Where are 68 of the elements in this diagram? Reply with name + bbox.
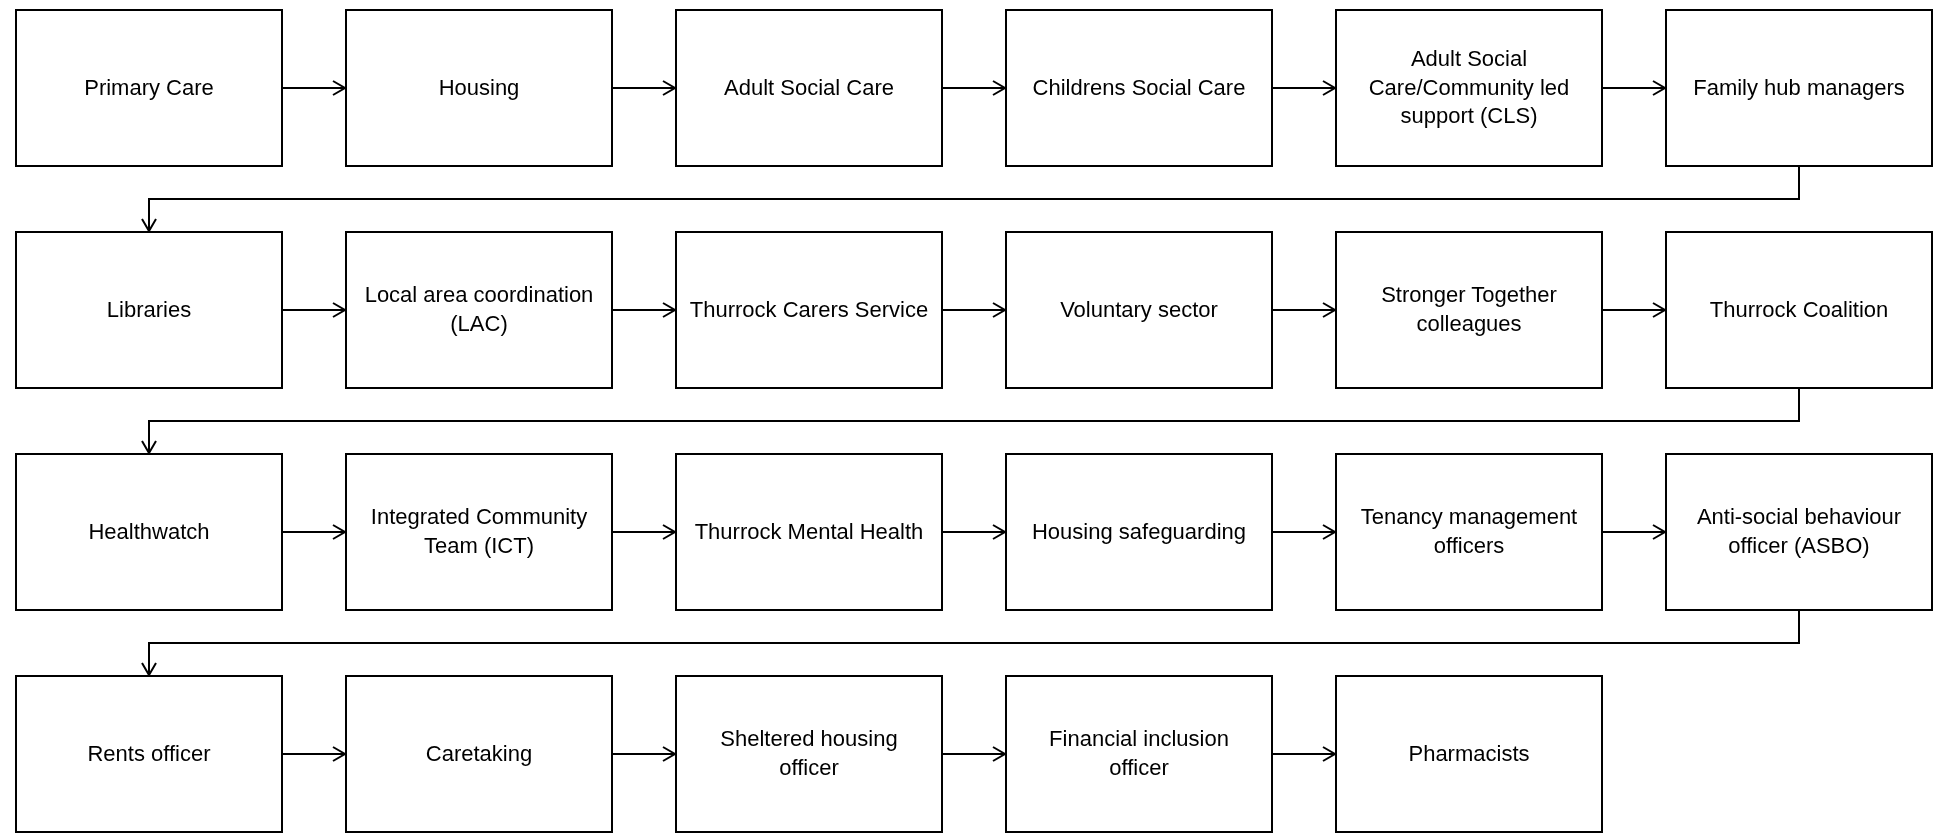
arrow xyxy=(282,80,346,96)
arrow xyxy=(282,746,346,762)
process-box xyxy=(15,231,283,389)
arrow xyxy=(942,524,1006,540)
arrow xyxy=(942,80,1006,96)
box-label: Healthwatch xyxy=(88,517,210,546)
box-label: Stronger Together colleagues xyxy=(1380,281,1558,338)
process-box xyxy=(1335,231,1603,389)
arrow xyxy=(1272,302,1336,318)
process-box xyxy=(1665,453,1933,611)
box-label: Libraries xyxy=(106,295,192,324)
process-box xyxy=(675,231,943,389)
arrow xyxy=(612,746,676,762)
process-box xyxy=(1005,231,1273,389)
box-label: Integrated Community Team (ICT) xyxy=(369,503,589,560)
process-box xyxy=(1665,231,1933,389)
arrow xyxy=(282,302,346,318)
box-label: Local area coordination (LAC) xyxy=(363,281,595,338)
box-label: Pharmacists xyxy=(1408,739,1530,768)
process-box xyxy=(345,453,613,611)
box-label: Caretaking xyxy=(425,739,533,768)
arrow xyxy=(141,388,1800,454)
arrow xyxy=(1602,524,1666,540)
box-label: Childrens Social Care xyxy=(1032,73,1246,102)
process-box xyxy=(1005,675,1273,833)
arrow xyxy=(1602,80,1666,96)
process-box xyxy=(15,675,283,833)
process-box xyxy=(1665,9,1933,167)
arrow xyxy=(942,746,1006,762)
arrow xyxy=(1272,746,1336,762)
process-box xyxy=(1335,675,1603,833)
arrow xyxy=(612,524,676,540)
box-label: Thurrock Coalition xyxy=(1709,295,1889,324)
process-box xyxy=(1005,453,1273,611)
box-label: Anti-social behaviour officer (ASBO) xyxy=(1695,503,1903,560)
box-label: Housing safeguarding xyxy=(1031,517,1246,546)
arrow xyxy=(282,524,346,540)
box-label: Thurrock Carers Service xyxy=(689,295,929,324)
arrow xyxy=(612,80,676,96)
arrow xyxy=(1272,524,1336,540)
process-box xyxy=(675,9,943,167)
box-label: Housing xyxy=(438,73,520,102)
arrow xyxy=(141,166,1800,232)
box-label: Primary Care xyxy=(84,73,214,102)
box-label: Voluntary sector xyxy=(1060,295,1218,324)
arrow xyxy=(141,610,1800,676)
box-label: Tenancy management officers xyxy=(1359,503,1579,560)
arrow xyxy=(1272,80,1336,96)
process-box xyxy=(15,9,283,167)
process-box xyxy=(15,453,283,611)
arrow xyxy=(942,302,1006,318)
process-box xyxy=(345,675,613,833)
process-box xyxy=(1335,453,1603,611)
process-box xyxy=(675,675,943,833)
arrow xyxy=(612,302,676,318)
box-label: Sheltered housing officer xyxy=(719,725,899,782)
box-label: Adult Social Care xyxy=(724,73,894,102)
box-label: Financial inclusion officer xyxy=(1048,725,1230,782)
box-label: Adult Social Care/Community led support (CLS) xyxy=(1367,45,1571,131)
box-label: Rents officer xyxy=(87,739,211,768)
box-label: Thurrock Mental Health xyxy=(694,517,924,546)
process-box xyxy=(345,9,613,167)
process-box xyxy=(1335,9,1603,167)
process-box xyxy=(675,453,943,611)
process-box xyxy=(345,231,613,389)
process-box xyxy=(1005,9,1273,167)
arrow xyxy=(1602,302,1666,318)
box-label: Family hub managers xyxy=(1693,73,1905,102)
